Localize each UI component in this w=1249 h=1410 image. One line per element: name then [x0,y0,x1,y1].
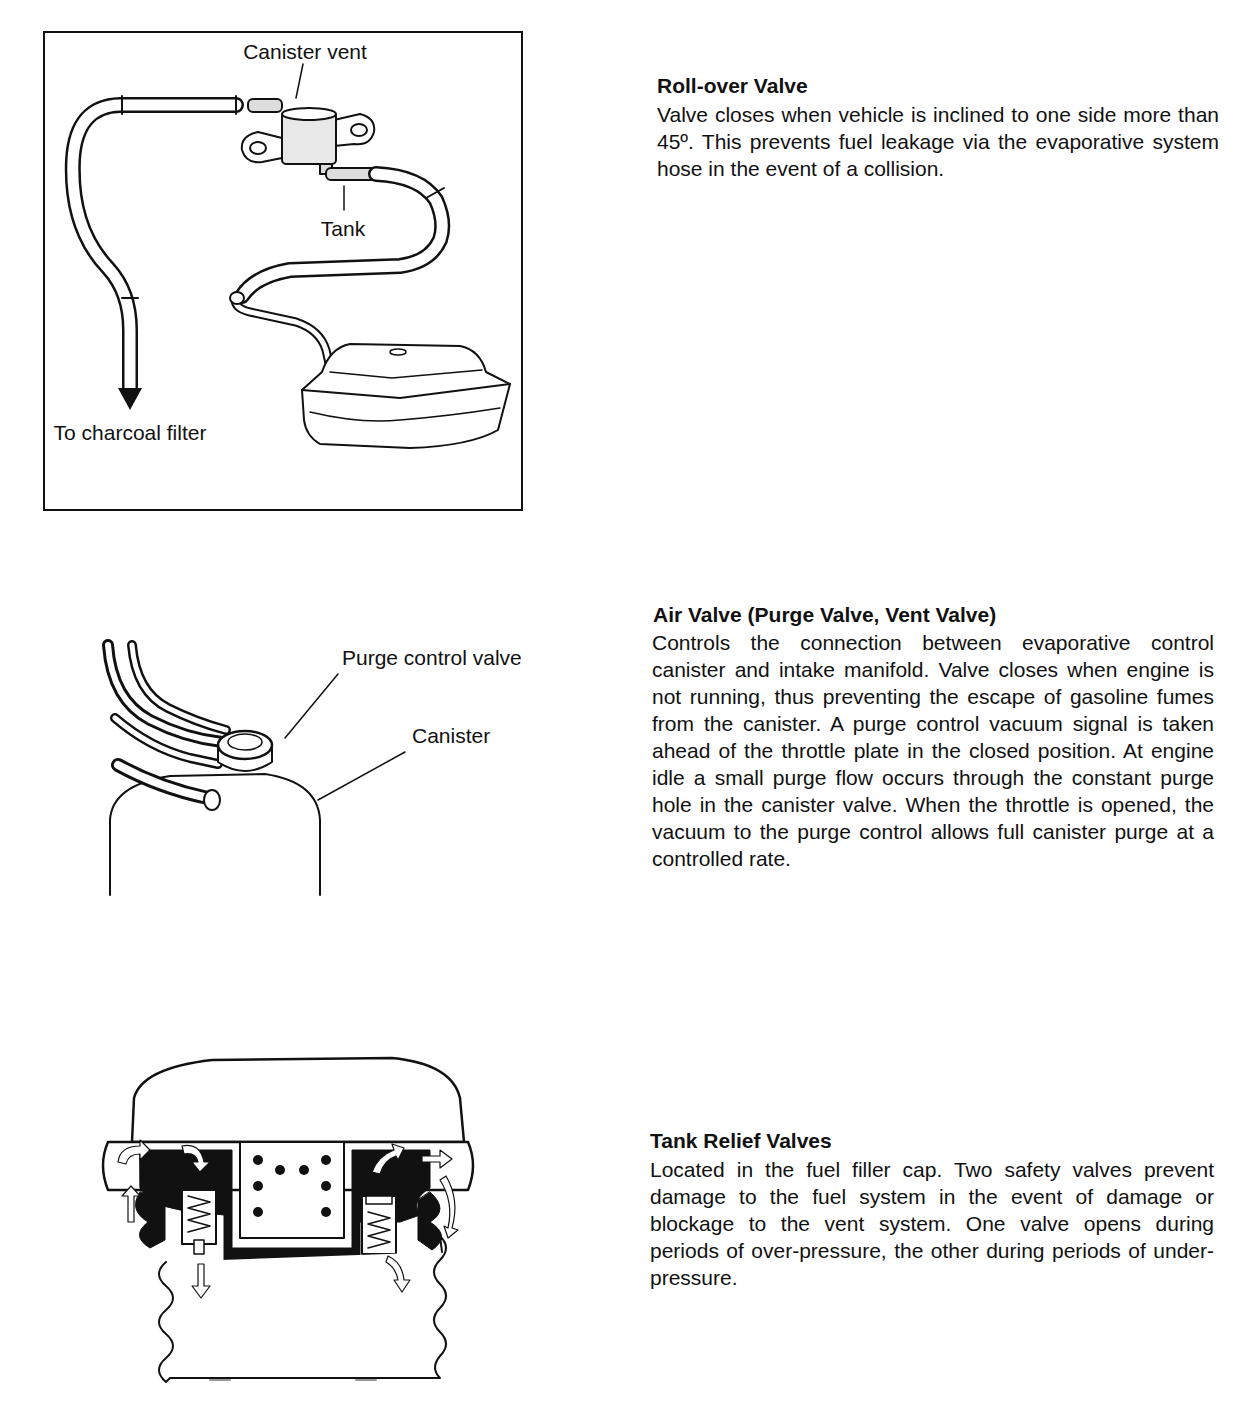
valve-ear [334,114,374,146]
leader-line [343,186,345,210]
hose [118,765,208,798]
neck-bottom [210,1379,230,1381]
valve-spring [188,1196,210,1232]
flow-arrow [122,1186,140,1222]
section-heading: Roll-over Valve [657,72,808,99]
hose-joint [235,96,237,114]
dot [321,1155,331,1165]
hose-end [204,790,220,810]
spring-chamber [240,1142,344,1238]
illustration-frame: Canister ventTank To charcoal filter [43,31,523,511]
valve-spring [368,1212,390,1248]
nipple-vent [248,99,282,112]
valve-cap-top [228,734,262,750]
tank-body [302,344,510,448]
neck-bottom [356,1379,376,1381]
dot [253,1207,263,1217]
ear-hole [351,124,367,136]
dot [321,1181,331,1191]
valve-plate [366,1196,392,1204]
tank-hose-inner [242,174,442,296]
hose-inner [115,718,218,764]
flow-arrow [118,388,142,410]
tank-lid [330,370,482,378]
filler-cap-illustration [103,1058,473,1382]
leader-line [318,752,405,800]
hose-joint [121,96,123,114]
hose-inner [118,765,208,798]
description-text: Located in the fuel filler cap. Two safe… [650,1156,1214,1291]
flow-arrow [182,1145,210,1172]
hose-joint [426,188,444,198]
canister-body [110,774,320,895]
valve-housing [362,1196,396,1254]
description-text: Controls the connection between evaporat… [652,629,1214,872]
flow-arrow [372,1144,404,1174]
description-text: Valve closes when vehicle is inclined to… [657,101,1219,182]
part-label: Canister vent [221,38,389,65]
hose [73,105,236,388]
filler-neck [159,1236,446,1382]
dot [299,1165,309,1175]
flow-arrow [440,1176,458,1238]
part-label: Canister [412,722,490,749]
hose-inner [132,645,226,730]
leader-line [296,64,303,98]
part-label: To charcoal filter [52,419,208,446]
flow-arrow [386,1256,410,1292]
ear-hole [250,142,266,154]
valve-cap [218,731,272,759]
flow-arrow [422,1150,452,1168]
valve-stem [194,1240,204,1254]
valve-top [282,108,336,120]
flow-arrow [192,1264,210,1298]
leader-line [285,674,338,738]
gasket [136,1192,166,1248]
flow-arrow [118,1140,150,1164]
flow-arrows [118,1140,458,1298]
hose [132,645,226,730]
hose [115,718,218,764]
hose-inner [73,105,236,388]
tank-pipe-inner [235,296,330,368]
tank-pipe [235,296,330,368]
part-label: Purge control valve [342,644,522,671]
valve-ear [242,132,282,162]
part-label: Tank [301,215,385,242]
gasket [418,1192,442,1250]
rollover-illustration [73,64,510,448]
valve-housing [182,1190,216,1244]
dot [321,1207,331,1217]
tank-cap [390,349,406,355]
cap-dome [132,1058,464,1142]
section-heading: Air Valve (Purge Valve, Vent Valve) [653,601,996,628]
dot [275,1165,285,1175]
dot [253,1155,263,1165]
purge-illustration [108,645,405,895]
tank-flange [302,384,510,398]
dot [253,1181,263,1191]
tank-base [310,408,500,421]
pipe-end [230,292,244,304]
tank-hose [242,174,442,296]
hose-joint [122,297,138,299]
section-heading: Tank Relief Valves [650,1127,832,1154]
chamber-dots [253,1155,331,1217]
